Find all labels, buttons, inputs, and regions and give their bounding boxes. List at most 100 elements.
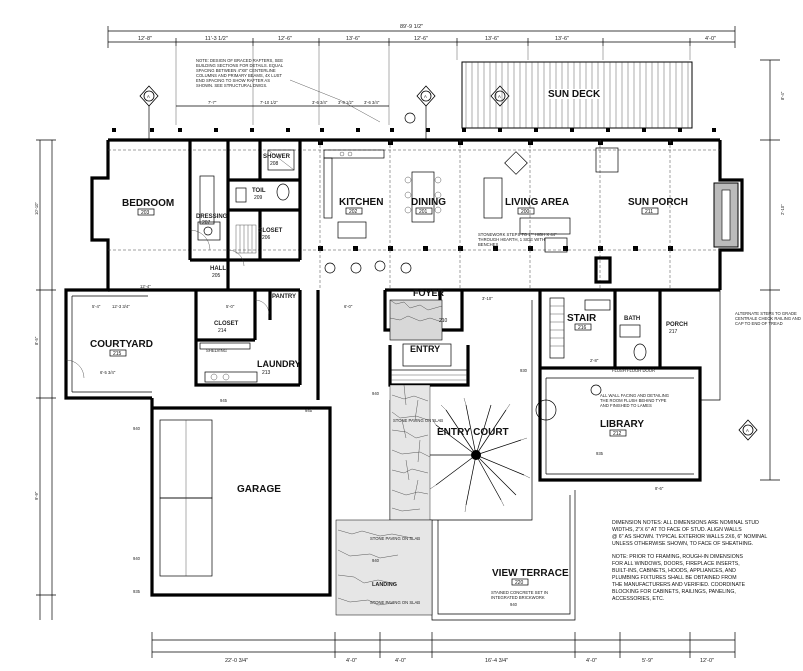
top-dim-1: 12'-8" xyxy=(138,36,152,42)
room-label-entry-court: ENTRY COURT xyxy=(437,427,509,438)
top-dim-8: 4'-0" xyxy=(705,36,716,42)
garage: GARAGE xyxy=(159,419,281,577)
svg-text:STONE PAVING ON SLAB: STONE PAVING ON SLAB xyxy=(370,600,420,605)
room-label-pantry: PANTRY xyxy=(272,294,296,300)
svg-text:10'-10": 10'-10" xyxy=(34,201,39,215)
svg-text:DIMENSION NOTES: ALL DIMENSION: DIMENSION NOTES: ALL DIMENSIONS ARE NOMI… xyxy=(612,520,759,526)
svg-text:935: 935 xyxy=(133,589,141,594)
svg-text:201: 201 xyxy=(419,209,428,215)
exterior-walls xyxy=(64,138,744,597)
room-labels: BEDROOM 203 DRESSING 207 SHOWER 208 TOIL… xyxy=(122,154,688,279)
svg-text:4'-0": 4'-0" xyxy=(346,658,357,664)
svg-text:12'-3 3/4": 12'-3 3/4" xyxy=(112,304,130,309)
room-label-hall: HALL xyxy=(210,266,226,272)
sub-dim-2: 7'-10 1/2" xyxy=(260,100,278,105)
bedroom-wing xyxy=(188,140,302,290)
svg-text:3'-10": 3'-10" xyxy=(482,296,493,301)
interior-dimensions: 12'-4" 5'-0" 6'-0" 3'-10" 8'-6" 2'-8" xyxy=(140,284,664,491)
room-label-bath: BATH xyxy=(624,316,640,322)
svg-text:945: 945 xyxy=(305,408,313,413)
svg-text:WIDTHS, 2"X 6" AT TO FACE OF S: WIDTHS, 2"X 6" AT TO FACE OF STUD. ALIGN… xyxy=(612,527,742,533)
room-label-sun-porch: SUN PORCH xyxy=(628,197,688,208)
railing-note: ALTERNATE STEPS TO GRADE CENTRALE CHECK … xyxy=(735,311,801,326)
fireplace-note: STONEWORK STEPS TO 1"" HIGH X 44" THROUG… xyxy=(478,232,557,247)
svg-text:ALL WALL FACING AND DETAILING: ALL WALL FACING AND DETAILING xyxy=(600,393,669,398)
svg-text:A: A xyxy=(746,428,749,433)
svg-text:16'-4 3/4": 16'-4 3/4" xyxy=(485,658,508,664)
svg-text:220: 220 xyxy=(515,580,524,586)
svg-text:STONEWORK STEPS TO 1"" HIGH X: STONEWORK STEPS TO 1"" HIGH X 44" xyxy=(478,232,557,237)
overall-dimension: 89'-9 1/2" xyxy=(400,24,423,30)
svg-text:214: 214 xyxy=(218,328,227,334)
rafter-note: NOTE: DESIGN OF BRACED RAFTERS, SEE BUIL… xyxy=(196,58,381,123)
svg-text:213: 213 xyxy=(262,370,271,376)
svg-text:5'-4": 5'-4" xyxy=(92,304,101,309)
svg-text:END SPACING TO SHOW RAFTER AS: END SPACING TO SHOW RAFTER AS xyxy=(196,78,270,83)
left-dimension-lines: 10'-10" 8'-5" 9'-9" xyxy=(34,139,56,620)
svg-text:FLUSH FLOOR DOOR: FLUSH FLOOR DOOR xyxy=(612,368,655,373)
furniture xyxy=(323,147,739,284)
stair-bath: STAIR 216 BATH PORCH 217 FLUSH FLOOR DOO… xyxy=(549,297,688,373)
svg-text:2'-8": 2'-8" xyxy=(590,358,599,363)
svg-text:5'-9": 5'-9" xyxy=(642,658,653,664)
svg-text:STONE PAVING ON SLAB: STONE PAVING ON SLAB xyxy=(393,418,443,423)
svg-text:940: 940 xyxy=(372,558,380,563)
svg-text:940: 940 xyxy=(372,391,380,396)
svg-text:NOTE: DESIGN OF BRACED RAFTERS: NOTE: DESIGN OF BRACED RAFTERS, SEE xyxy=(196,58,283,63)
room-label-closet-2: CLOSET xyxy=(214,321,239,327)
svg-text:A: A xyxy=(498,94,501,99)
svg-text:212: 212 xyxy=(613,431,622,437)
top-dim-2: 11'-3 1/2" xyxy=(205,36,228,42)
svg-text:6'-0": 6'-0" xyxy=(344,304,353,309)
svg-text:ALTERNATE STEPS TO GRADE: ALTERNATE STEPS TO GRADE xyxy=(735,311,797,316)
section-marker-2: A xyxy=(416,85,436,140)
svg-text:216: 216 xyxy=(578,325,587,331)
svg-text:AND FINISHED TO LAMES: AND FINISHED TO LAMES xyxy=(600,403,652,408)
svg-text:208: 208 xyxy=(270,161,279,167)
sub-dim-3: 3'-6 3/4" xyxy=(312,100,328,105)
svg-text:THROUGH HEARTH, 1 SIDE WITH: THROUGH HEARTH, 1 SIDE WITH xyxy=(478,237,545,242)
foyer-entry: FOYER 210 ENTRY xyxy=(389,288,468,385)
svg-text:STONE PAVING ON SLAB: STONE PAVING ON SLAB xyxy=(370,536,420,541)
svg-text:SHOWN. SEE STRUCTURAL DWGS.: SHOWN. SEE STRUCTURAL DWGS. xyxy=(196,83,267,88)
svg-text:FOR ALL WINDOWS, DOORS, FIREPL: FOR ALL WINDOWS, DOORS, FIREPLACE INSERT… xyxy=(612,561,740,567)
section-marker-3: A xyxy=(490,85,510,107)
svg-text:BENCHES: BENCHES xyxy=(478,242,498,247)
svg-text:A: A xyxy=(424,94,427,99)
entry-court: ENTRY COURT STONE PAVING ON SLAB xyxy=(389,300,533,521)
svg-text:NOTE: PRIOR TO FRAMING, ROUGH-: NOTE: PRIOR TO FRAMING, ROUGH-IN DIMENSI… xyxy=(612,554,743,560)
top-dim-5: 12'-6" xyxy=(414,36,428,42)
svg-text:CENTRALE CHECK RAILING AND: CENTRALE CHECK RAILING AND xyxy=(735,316,801,321)
top-dim-4: 13'-6" xyxy=(346,36,360,42)
svg-text:9'-9": 9'-9" xyxy=(34,491,39,500)
svg-text:935: 935 xyxy=(596,451,604,456)
svg-text:BUILDING SECTIONS FOR DETAILS.: BUILDING SECTIONS FOR DETAILS. EQUAL xyxy=(196,63,284,68)
room-label-living-area: LIVING AREA xyxy=(505,197,569,208)
label-landing: LANDING xyxy=(372,582,397,588)
room-label-courtyard: COURTYARD xyxy=(90,339,153,350)
label-shelving: SHELVING xyxy=(206,348,227,353)
sub-dim-1: 7'-7" xyxy=(208,100,217,105)
room-label-dressing: DRESSING xyxy=(196,214,228,220)
svg-text:CAP TO END OF TREAD: CAP TO END OF TREAD xyxy=(735,321,783,326)
svg-text:215: 215 xyxy=(113,351,122,357)
svg-text:12'-4": 12'-4" xyxy=(140,284,151,289)
room-label-toil: TOIL xyxy=(252,188,266,194)
svg-text:12'-0": 12'-0" xyxy=(700,658,714,664)
top-dim-3: 12'-6" xyxy=(278,36,292,42)
room-label-sun-deck: SUN DECK xyxy=(548,89,601,100)
room-label-shower: SHOWER xyxy=(263,154,291,160)
room-label-foyer: FOYER xyxy=(413,288,445,298)
section-marker-4: A xyxy=(738,419,758,441)
room-label-library: LIBRARY xyxy=(600,419,644,430)
svg-text:SPACING BETWEEN 4"X8" CENTERLI: SPACING BETWEEN 4"X8" CENTERLINE xyxy=(196,68,276,73)
svg-text:STAINED CONCRETE SET IN: STAINED CONCRETE SET IN xyxy=(491,590,548,595)
svg-text:203: 203 xyxy=(141,210,150,216)
svg-text:207: 207 xyxy=(202,220,211,226)
svg-text:UNLESS OTHERWISE SHOWN, TO FAC: UNLESS OTHERWISE SHOWN, TO FACE OF SHEAT… xyxy=(612,541,753,547)
svg-text:211: 211 xyxy=(645,209,653,215)
svg-text:22'-0 3/4": 22'-0 3/4" xyxy=(225,658,248,664)
svg-text:A: A xyxy=(147,94,150,99)
svg-text:200: 200 xyxy=(521,209,530,215)
